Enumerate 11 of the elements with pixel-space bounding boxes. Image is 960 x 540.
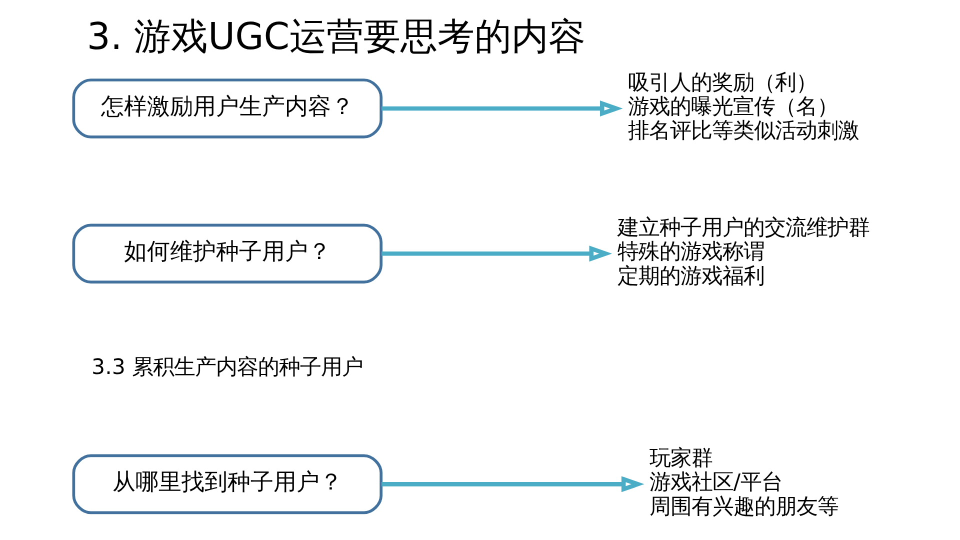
arrow [382, 246, 612, 262]
node-text: 玩家群 游戏社区/平台 周围有兴趣的朋友等 [649, 446, 838, 520]
node-text: 吸引人的奖励（利） 游戏的曝光宣传（名） 排名评比等类似活动刺激 [628, 70, 860, 144]
node-box: 如何维护种子用户？ [72, 224, 383, 284]
node-box: 从哪里找到种子用户？ [72, 454, 383, 514]
arrow [382, 100, 623, 116]
arrow [382, 476, 644, 492]
node-text: 建立种子用户的交流维护群 特殊的游戏称谓 定期的游戏福利 [617, 215, 870, 289]
label: 3.3 累积生产内容的种子用户 [92, 354, 364, 380]
diagram-title: 3. 游戏UGC运营要思考的内容 [86, 15, 586, 58]
node-box: 怎样激励用户生产内容？ [72, 78, 383, 138]
